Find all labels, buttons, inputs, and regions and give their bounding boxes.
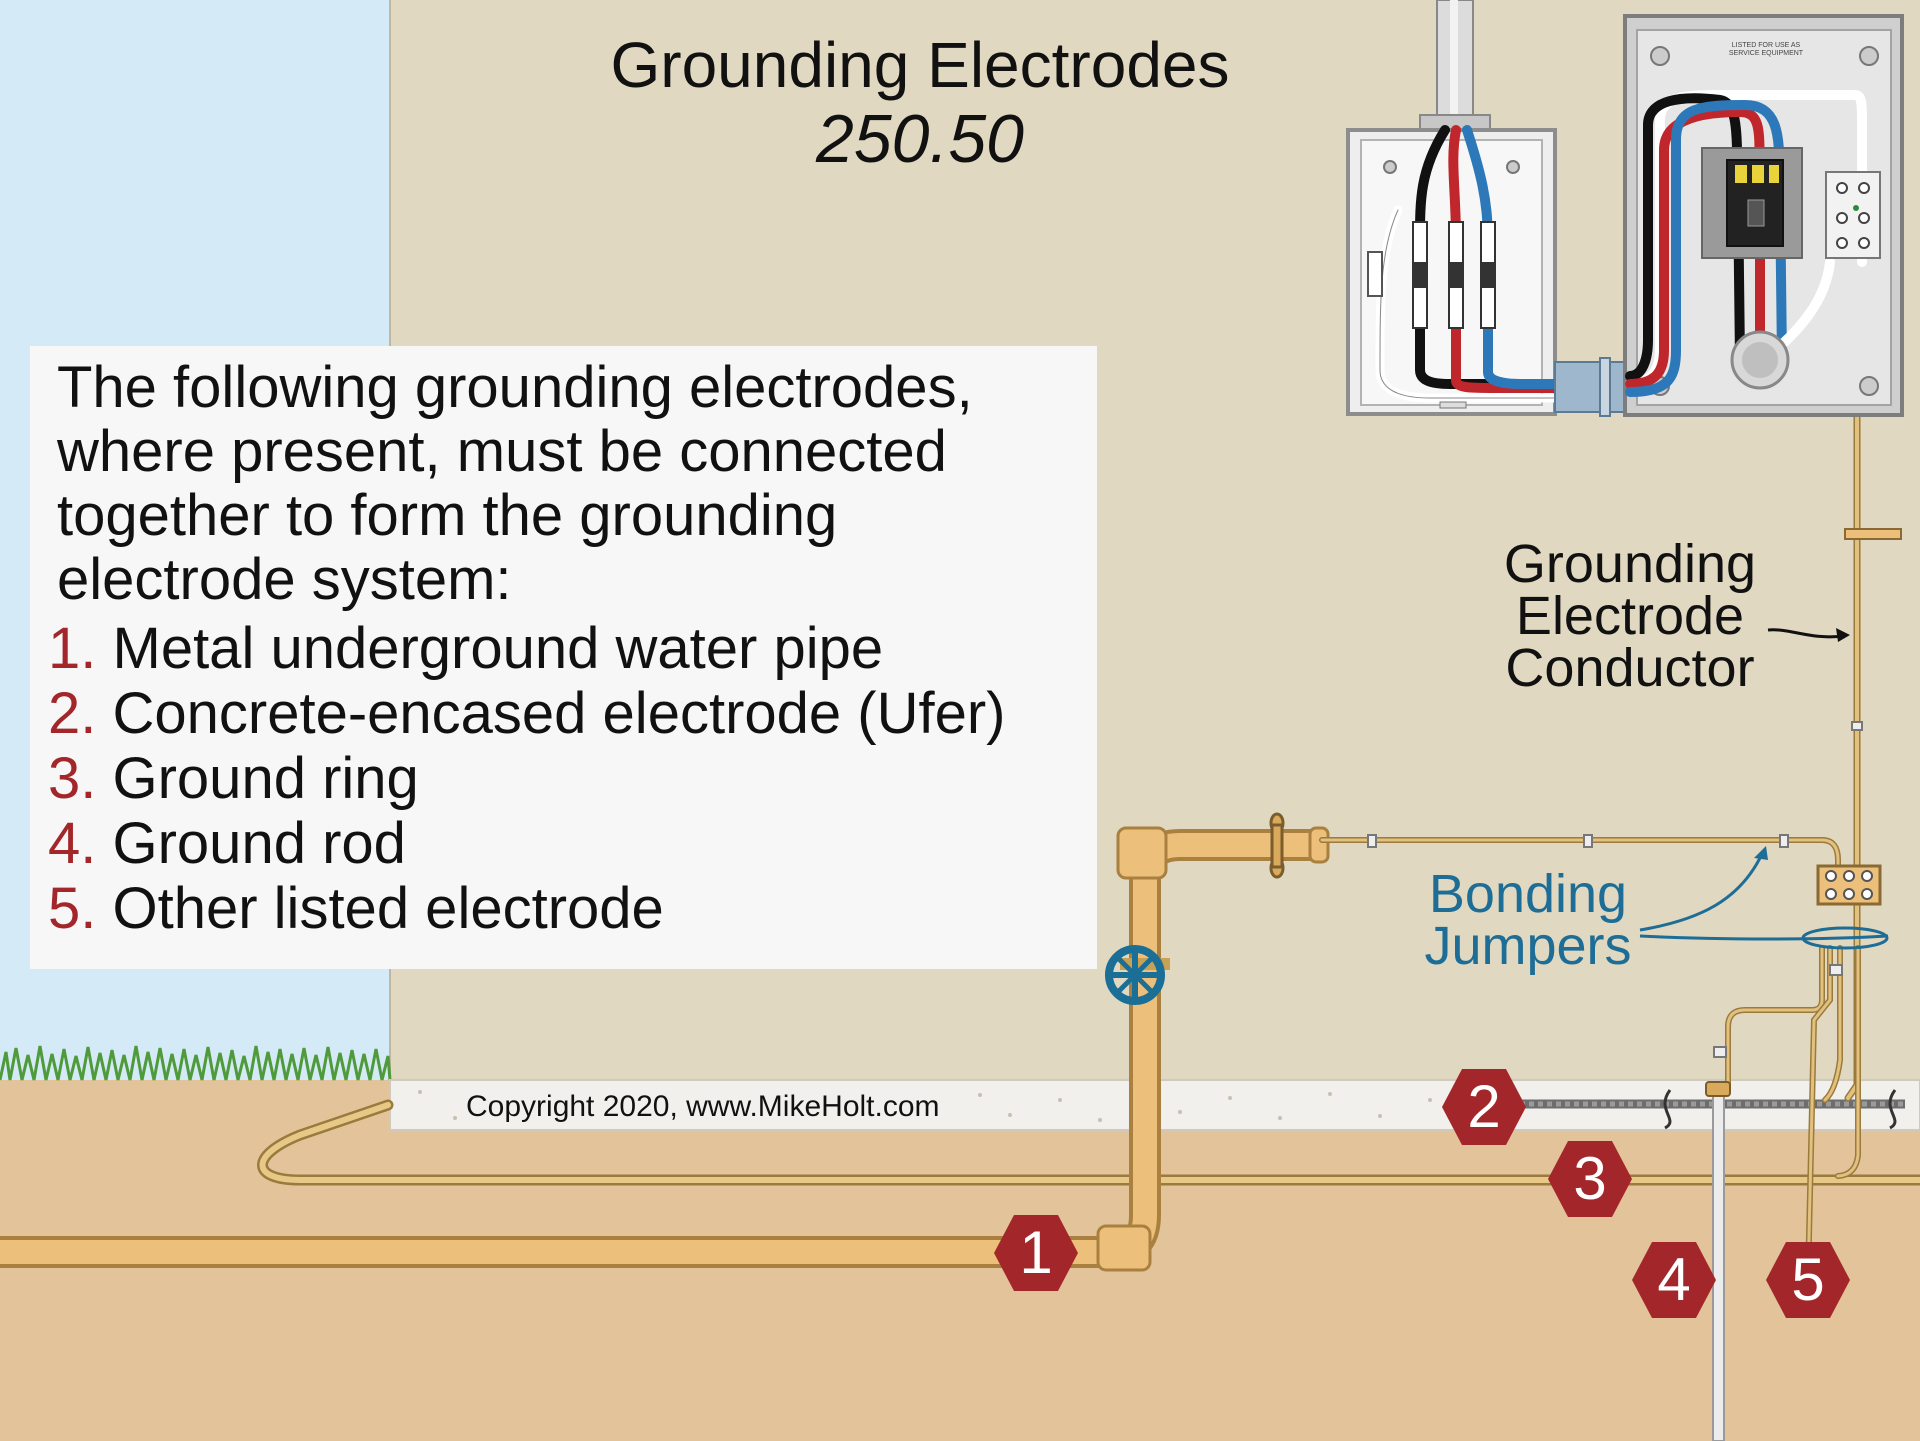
code-section: 250.50 xyxy=(816,101,1024,177)
water-pipe xyxy=(0,826,1330,1272)
service-panel xyxy=(1623,14,1904,417)
copyright-notice: Copyright 2020, www.MikeHolt.com xyxy=(466,1090,940,1123)
list-label: Concrete-encased electrode (Ufer) xyxy=(112,681,1006,746)
marker-number: 2 xyxy=(1467,1073,1501,1140)
panel-caption-line1: LISTED FOR USE AS xyxy=(1731,42,1801,49)
grass xyxy=(0,1045,392,1081)
marker-water-pipe: 1 xyxy=(992,1213,1080,1293)
ground-rod xyxy=(1705,1081,1731,1441)
panel-caption-line2: SERVICE EQUIPMENT xyxy=(1728,50,1804,57)
list-number: 5. xyxy=(48,876,97,941)
bonding-line2: Jumpers xyxy=(1424,916,1632,976)
list-item: 5. Other listed electrode xyxy=(48,876,1005,941)
marker-number: 3 xyxy=(1573,1145,1607,1212)
water-pipe-clamp xyxy=(1269,812,1285,879)
marker-ground-rod: 4 xyxy=(1630,1240,1718,1320)
gec-line3: Conductor xyxy=(1505,638,1755,698)
list-number: 2. xyxy=(48,681,97,746)
electrode-list: 1. Metal underground water pipe 2. Concr… xyxy=(48,616,1005,941)
list-label: Ground ring xyxy=(112,746,419,811)
grounding-electrode-conductor-label: Grounding Electrode Conductor xyxy=(1470,534,1790,698)
gec-line1: Grounding xyxy=(1503,534,1757,594)
list-item: 4. Ground rod xyxy=(48,811,1005,876)
diagram-title: Grounding Electrodes xyxy=(610,29,1230,101)
bonding-line1: Bonding xyxy=(1428,864,1628,924)
conduit-nipple xyxy=(1554,357,1633,417)
meter-base xyxy=(1346,0,1560,416)
marker-other-electrode: 5 xyxy=(1764,1240,1852,1320)
list-number: 3. xyxy=(48,746,97,811)
bonding-jumpers-label: Bonding Jumpers xyxy=(1392,864,1664,976)
bonding-bar xyxy=(1816,528,1902,906)
marker-number: 5 xyxy=(1791,1246,1825,1313)
list-label: Other listed electrode xyxy=(112,876,664,941)
gec-line2: Electrode xyxy=(1515,586,1745,646)
list-number: 1. xyxy=(48,616,97,681)
list-label: Ground rod xyxy=(112,811,406,876)
list-number: 4. xyxy=(48,811,97,876)
marker-concrete-encased: 2 xyxy=(1440,1067,1528,1147)
list-item: 3. Ground ring xyxy=(48,746,1005,811)
panel-listing-caption: LISTED FOR USE AS SERVICE EQUIPMENT xyxy=(1716,42,1816,58)
marker-number: 1 xyxy=(1019,1219,1053,1286)
list-item: 2. Concrete-encased electrode (Ufer) xyxy=(48,681,1005,746)
leader-arrows xyxy=(1639,628,1889,941)
conductor-straps xyxy=(1367,721,1863,1058)
marker-number: 4 xyxy=(1657,1246,1691,1313)
list-item: 1. Metal underground water pipe xyxy=(48,616,1005,681)
info-intro: The following grounding electrodes, wher… xyxy=(57,355,973,612)
marker-ground-ring: 3 xyxy=(1546,1139,1634,1219)
valve-icon xyxy=(1105,945,1170,1005)
list-label: Metal underground water pipe xyxy=(112,616,884,681)
info-box: The following grounding electrodes, wher… xyxy=(30,346,1097,969)
